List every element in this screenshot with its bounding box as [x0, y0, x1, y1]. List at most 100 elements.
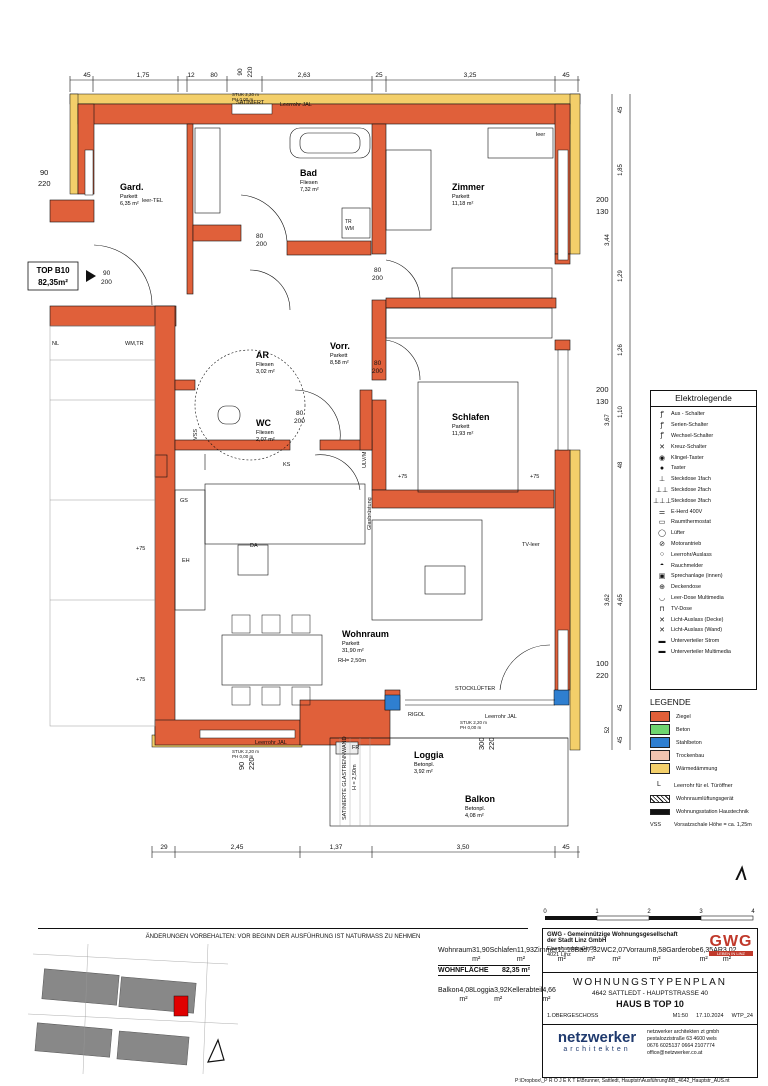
area-label: Kellerabteil	[507, 987, 543, 994]
gwg-logo-text: GWG	[709, 933, 753, 950]
floor-plan: 45 1,75 12 80 90 220 2,63 25 3,25 45	[27, 66, 747, 880]
elektrolegende-item: ▬Unterverteiler Strom	[653, 636, 754, 647]
elektrolegende-label: Lüfter	[671, 530, 685, 537]
door-size: 300	[477, 737, 486, 750]
leerrohr-jal-label: Leerrohr JAL	[255, 740, 287, 746]
tv-leer-label: TV-leer	[522, 542, 540, 548]
plus75-label: +75	[398, 474, 407, 480]
elektrolegende-label: Raumthermostat	[671, 519, 711, 526]
area-value: 4,66 m²	[542, 987, 556, 1003]
haustechnik-icon	[650, 808, 670, 815]
bottom-dimension-line	[151, 846, 580, 858]
right-dim-label: 48	[618, 461, 624, 468]
legende-title: LEGENDE	[650, 697, 691, 707]
material-label: Beton	[676, 726, 691, 733]
north-arrow-icon	[207, 1038, 225, 1063]
window-size: 200	[596, 385, 609, 394]
electrical-symbol-icon: ✕	[659, 616, 665, 624]
electrical-symbol-icon: ○	[659, 551, 665, 559]
shower	[194, 127, 221, 214]
elektrolegende-label: Aus - Schalter	[671, 411, 705, 418]
wardrobe	[385, 149, 432, 231]
elektrolegende-item: ▬Unterverteiler Multimedia	[653, 647, 754, 658]
client-address: Eisenhandstraße 30	[547, 946, 597, 952]
elektrolegende-item: ◯ Lüfter	[653, 528, 754, 539]
room-floor: Parkett	[330, 353, 348, 359]
top-dim-label: 90	[237, 68, 244, 76]
door-size: 220	[38, 179, 51, 188]
washer-dryer	[341, 207, 371, 239]
electrical-symbol-icon: ꝭ	[660, 421, 664, 429]
stuk-label: STUK 2,20 m	[232, 749, 259, 754]
area-label: WC	[600, 947, 613, 954]
ulv-label: ULV/M	[362, 451, 368, 468]
stuk-label: STUK 2,20 m	[232, 92, 259, 97]
door-size: 80	[256, 233, 264, 240]
electrical-symbol-icon: ⊘	[659, 540, 665, 548]
room-floor: Parkett	[452, 194, 470, 200]
elektrolegende-label: Taster	[671, 465, 686, 472]
electrical-symbol-icon: ⊓	[659, 605, 665, 613]
leer-tel-label: leer-TEL	[142, 198, 163, 204]
plan-title: WOHNUNGSTYPENPLAN	[572, 977, 727, 988]
legende-extra-label: Wohnraumlüftungsgerät	[676, 795, 734, 802]
legende-extra: Wohnraumlüftungsgerät	[650, 792, 765, 805]
scale-tick: 1	[595, 909, 599, 915]
right-dim-label: 3,62	[605, 594, 611, 606]
dining-chairs	[231, 614, 311, 706]
electrical-symbol-icon: ▣	[658, 573, 666, 581]
material-label: Trockenbau	[676, 752, 705, 759]
top-dim-label: 3,25	[464, 72, 477, 79]
window-size: 130	[596, 207, 609, 216]
electrical-symbol-icon: ⊥	[658, 476, 666, 484]
scale-tick: 2	[647, 909, 651, 915]
area-value: 3,92 m²	[494, 987, 508, 1003]
elektrolegende-item: ⊘Motorantrieb	[653, 539, 754, 550]
elektrolegende-label: Wechsel-Schalter	[671, 432, 714, 439]
right-dim-label: 1,29	[618, 270, 624, 282]
elektrolegende-label: Steckdose 3fach	[671, 497, 711, 504]
stuk-label: STUK 2,20 m	[460, 720, 487, 725]
dining-table	[221, 634, 323, 686]
elektrolegende-label: Sprechanlage (innen)	[671, 573, 723, 580]
electrical-symbol-icon: ◯	[658, 530, 666, 538]
netzwerker-logo: netzwerker architekten	[547, 1029, 647, 1071]
door-size: 200	[372, 368, 383, 375]
electrical-symbol-icon: ⊥⊥	[655, 486, 669, 494]
l-icon: L	[657, 781, 661, 788]
tr-label: TR	[345, 219, 352, 225]
vss-note: Vorsatzschale Höhe = ca. 1,25m	[674, 821, 752, 828]
elektrolegende-label: Kreuz-Schalter	[671, 443, 707, 450]
electrical-symbol-icon: ◉	[658, 454, 666, 462]
legende-extra-label: Leerrohr für el. Türöffner	[674, 782, 733, 789]
top-dim-label: 80	[210, 72, 218, 79]
ph-label: PH 0,00 m	[460, 725, 482, 730]
area-value: 8,58 m²	[652, 947, 667, 963]
electrical-symbol-icon: ▬	[658, 648, 666, 656]
coffee-table	[424, 565, 466, 595]
plan-code: WTP_24	[731, 1013, 753, 1019]
room-name: WC	[256, 418, 271, 428]
electrical-symbol-icon: ●	[659, 464, 665, 472]
kitchen-counter	[174, 489, 206, 611]
notice-text: ÄNDERUNGEN VORBEHALTEN: VOR BEGINN DER A…	[145, 934, 421, 940]
netzwerker-logo-sub: architekten	[563, 1046, 631, 1053]
notice-bar: ÄNDERUNGEN VORBEHALTEN: VOR BEGINN DER A…	[38, 928, 528, 940]
right-dim-label: 3,67	[605, 414, 611, 426]
elektrolegende-item: ⚌E-Herd 400V	[653, 506, 754, 517]
area-label: Loggia	[473, 987, 495, 994]
room-area: 11,93 m²	[452, 431, 473, 437]
cooktop	[237, 544, 269, 576]
door-size: 90	[103, 270, 111, 277]
scale-bar: 0 1 2 3 4	[543, 909, 755, 921]
leerrohr-jal-label: Leerrohr JAL	[485, 714, 517, 720]
fr-label: FR	[352, 745, 359, 751]
